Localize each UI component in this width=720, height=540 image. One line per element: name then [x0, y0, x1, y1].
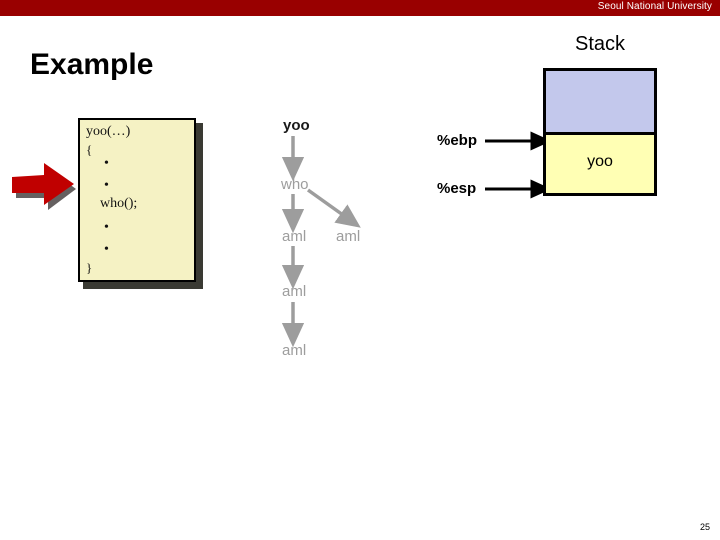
code-box: yoo(…) { • • who(); • • }: [78, 118, 196, 282]
call-node-aml-3: aml: [282, 283, 307, 300]
stack-cell-empty: [546, 71, 654, 135]
university-name: Seoul National University: [597, 1, 712, 12]
stack-title: Stack: [574, 33, 626, 55]
code-line-8: }: [86, 260, 93, 275]
red-arrow-icon: [8, 160, 80, 212]
call-node-aml-1: aml: [282, 228, 307, 245]
call-node-who: who: [281, 176, 309, 193]
code-line-1: yoo(…): [86, 124, 131, 139]
code-line-6: •: [104, 220, 109, 235]
register-label-ebp: %ebp: [437, 132, 478, 149]
call-node-aml-4: aml: [282, 342, 307, 359]
page-title: Example: [30, 48, 154, 81]
code-line-7: •: [104, 242, 109, 257]
header-bar: Seoul National University: [0, 0, 720, 16]
code-line-2: {: [86, 142, 93, 157]
page-number: 25: [699, 522, 710, 532]
call-node-yoo: yoo: [283, 117, 310, 134]
code-line-3: •: [104, 156, 109, 171]
code-line-4: •: [104, 178, 109, 193]
code-line-5: who();: [100, 196, 138, 211]
call-node-aml-2: aml: [336, 228, 361, 245]
stack-box: yoo: [543, 68, 657, 196]
register-label-esp: %esp: [437, 180, 477, 197]
stack-cell-yoo: yoo: [546, 135, 654, 193]
stack-cell-yoo-label: yoo: [587, 153, 613, 170]
call-chain-arrows: [260, 110, 420, 380]
